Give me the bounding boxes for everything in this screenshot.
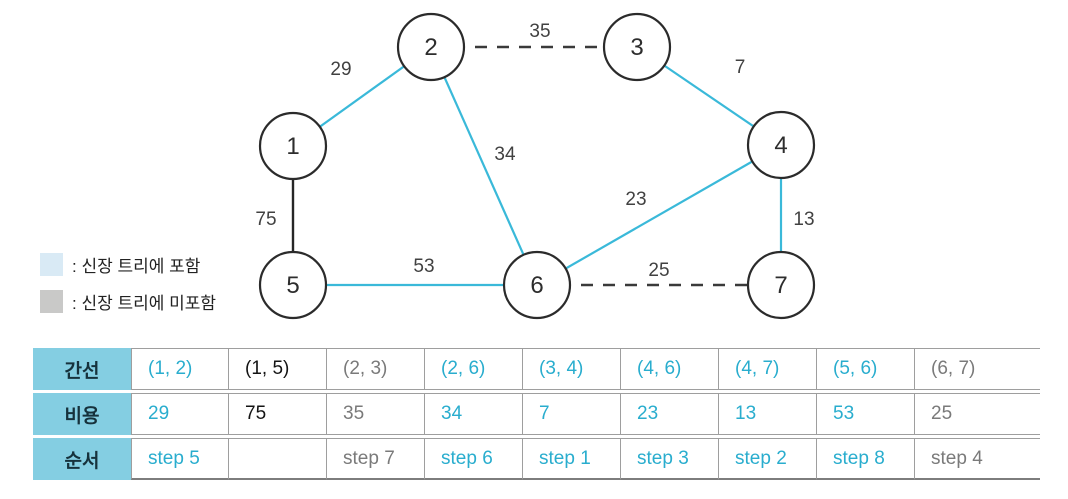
edge-weight-1-2: 29 — [330, 59, 351, 80]
table-cell-order-15 — [229, 438, 327, 480]
table-cell-order-46: step 3 — [621, 438, 719, 480]
node-label-2: 2 — [424, 34, 437, 61]
table-cell-order-67: step 4 — [915, 438, 1040, 480]
table-cell-cost-56: 53 — [817, 393, 915, 435]
table-cell-edge-67: (6, 7) — [915, 348, 1040, 390]
edge-weight-6-7: 25 — [648, 260, 669, 281]
edge-weight-4-7: 13 — [793, 209, 814, 230]
graph-node-5 — [258, 250, 328, 320]
edge-4-6 — [536, 144, 782, 286]
table-cell-edge-56: (5, 6) — [817, 348, 915, 390]
row-header-order: 순서 — [33, 438, 131, 480]
table-cell-cost-15: 75 — [229, 393, 327, 435]
table-cell-edge-15: (1, 5) — [229, 348, 327, 390]
legend-item-excluded: : 신장 트리에 미포함 — [40, 290, 216, 313]
edge-weight-2-3: 35 — [529, 21, 550, 42]
table-cell-order-47: step 2 — [719, 438, 817, 480]
edge-weight-5-6: 53 — [413, 256, 434, 277]
table-cell-order-23: step 7 — [327, 438, 425, 480]
legend-swatch-included-icon — [40, 253, 63, 276]
table-cell-cost-47: 13 — [719, 393, 817, 435]
graph-node-7 — [746, 250, 816, 320]
edge-weight-1-5: 75 — [255, 209, 276, 230]
table-cell-edge-46: (4, 6) — [621, 348, 719, 390]
edge-2-6 — [429, 46, 539, 286]
node-label-6: 6 — [530, 272, 543, 299]
row-header-edge: 간선 — [33, 348, 131, 390]
table-cell-cost-34: 7 — [523, 393, 621, 435]
legend-swatch-excluded-icon — [40, 290, 63, 313]
node-label-7: 7 — [774, 272, 787, 299]
table-cell-cost-12: 29 — [131, 393, 229, 435]
legend-label-included: : 신장 트리에 포함 — [72, 257, 201, 276]
table-cell-cost-46: 23 — [621, 393, 719, 435]
edge-weight-2-6: 34 — [494, 144, 516, 165]
node-label-3: 3 — [630, 34, 643, 61]
graph-node-1 — [258, 111, 328, 181]
table-cell-order-56: step 8 — [817, 438, 915, 480]
table-cell-cost-23: 35 — [327, 393, 425, 435]
table-cell-order-26: step 6 — [425, 438, 523, 480]
row-header-cost: 비용 — [33, 393, 131, 435]
node-label-1: 1 — [286, 133, 299, 160]
graph-node-4 — [746, 110, 816, 180]
table-cell-edge-34: (3, 4) — [523, 348, 621, 390]
edge-weight-3-4: 7 — [735, 57, 746, 78]
table-cell-order-12: step 5 — [131, 438, 229, 480]
edge-weight-4-6: 23 — [625, 189, 646, 210]
table-cell-order-34: step 1 — [523, 438, 621, 480]
table-cell-cost-67: 25 — [915, 393, 1040, 435]
legend: : 신장 트리에 포함 : 신장 트리에 미포함 — [40, 253, 216, 327]
graph-node-3 — [602, 12, 672, 82]
table-cell-edge-47: (4, 7) — [719, 348, 817, 390]
legend-label-excluded: : 신장 트리에 미포함 — [72, 294, 217, 313]
legend-item-included: : 신장 트리에 포함 — [40, 253, 216, 276]
graph-node-6 — [502, 250, 572, 320]
table-cell-edge-23: (2, 3) — [327, 348, 425, 390]
edge-step-table: 간선(1, 2)(1, 5)(2, 3)(2, 6)(3, 4)(4, 6)(4… — [33, 348, 1040, 480]
table-cell-edge-12: (1, 2) — [131, 348, 229, 390]
table-cell-edge-26: (2, 6) — [425, 348, 523, 390]
node-label-4: 4 — [774, 132, 787, 159]
table-cell-cost-26: 34 — [425, 393, 523, 435]
graph-node-2 — [396, 12, 466, 82]
node-label-5: 5 — [286, 272, 299, 299]
